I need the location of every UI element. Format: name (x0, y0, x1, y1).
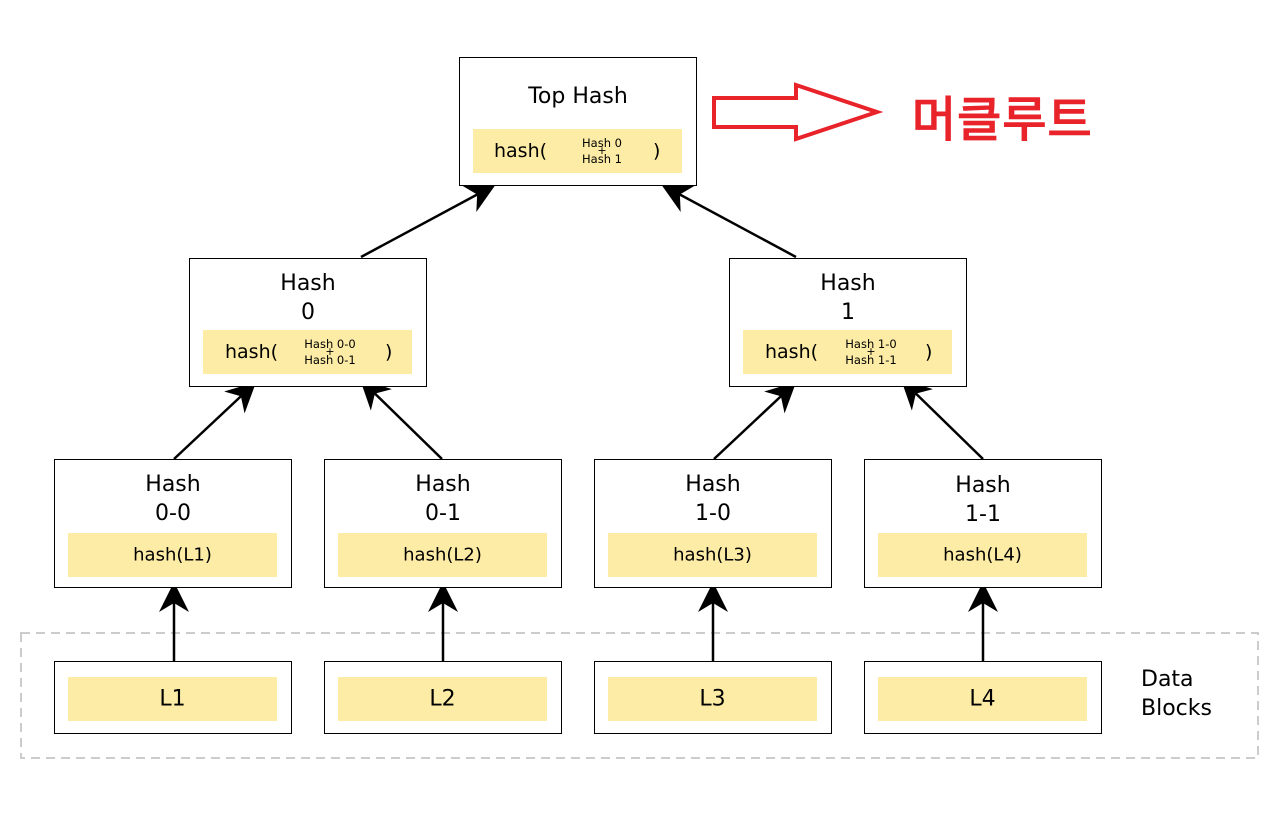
hash-0-1-title-2: 0-1 (425, 501, 461, 526)
top-hash-title: Top Hash (528, 84, 628, 109)
merkle-root-arrow (712, 82, 884, 142)
data-block-label: L2 (429, 686, 456, 712)
operand-plus: + (597, 144, 607, 157)
leaf-hash-call: hash(L2) (403, 544, 482, 566)
operand-b: Hash 1 (582, 152, 622, 166)
hash-1-1-title-1: Hash (955, 473, 1011, 498)
data-block-fill: L3 (608, 677, 817, 721)
hash-0-0-formula: hash(L1) (68, 533, 277, 577)
arrow-hash00-to-hash0 (173, 381, 257, 460)
operand-a: Hash 0 (582, 136, 622, 150)
hash-1-1-formula: hash(L4) (878, 533, 1087, 577)
data-block-label: L1 (159, 686, 186, 712)
data-block-label: L3 (699, 686, 726, 712)
leaf-hash-call: hash(L1) (133, 544, 212, 566)
top-hash-node: Top Hash hash( Hash 0 + Hash 1 ) (459, 57, 697, 186)
data-blocks-label: Data Blocks (1141, 665, 1212, 723)
top-hash-formula: hash( Hash 0 + Hash 1 ) (473, 129, 682, 173)
arrow-hash1-to-top (661, 184, 797, 259)
leaf-hash-call: hash(L4) (943, 544, 1022, 566)
hash-0-1-node: Hash 0-1 hash(L2) (324, 459, 562, 588)
merkle-root-annotation: 머클루트 (912, 92, 1093, 148)
hash-0-1-formula: hash(L2) (338, 533, 547, 577)
hash-0-0-title-1: Hash (145, 472, 201, 497)
data-block-fill: L4 (878, 677, 1087, 721)
hash-1-title-2: 1 (841, 300, 855, 325)
data-block-l2: L2 (324, 661, 562, 734)
formula-operands: Hash 0 + Hash 1 (567, 136, 637, 166)
formula-close: ) (653, 140, 661, 162)
data-block-l3: L3 (594, 661, 832, 734)
hash-0-0-title-2: 0-0 (155, 501, 191, 526)
operand-b: Hash 0-1 (304, 353, 356, 367)
operand-b: Hash 1-1 (845, 353, 897, 367)
data-block-fill: L1 (68, 677, 277, 721)
formula-fn: hash( (225, 341, 279, 363)
hash-1-0-title-1: Hash (685, 472, 741, 497)
hash-0-node: Hash 0 hash( Hash 0-0 + Hash 0-1 ) (189, 258, 427, 387)
arrow-hash11-to-hash1 (900, 378, 984, 460)
formula-fn: hash( (494, 140, 548, 162)
formula-close: ) (925, 341, 933, 363)
hash-1-node: Hash 1 hash( Hash 1-0 + Hash 1-1 ) (729, 258, 967, 387)
data-block-label: L4 (969, 686, 996, 712)
arrow-hash01-to-hash0 (359, 378, 443, 460)
hash-0-formula: hash( Hash 0-0 + Hash 0-1 ) (203, 330, 412, 374)
operand-a: Hash 0-0 (304, 337, 356, 351)
data-blocks-region (20, 632, 1259, 759)
hash-1-0-formula: hash(L3) (608, 533, 817, 577)
data-block-l4: L4 (864, 661, 1102, 734)
hash-1-formula: hash( Hash 1-0 + Hash 1-1 ) (743, 330, 952, 374)
leaf-hash-call: hash(L3) (673, 544, 752, 566)
hash-1-0-node: Hash 1-0 hash(L3) (594, 459, 832, 588)
data-block-fill: L2 (338, 677, 547, 721)
hash-1-title-1: Hash (820, 271, 876, 296)
formula-operands: Hash 0-0 + Hash 0-1 (295, 337, 365, 367)
formula-fn: hash( (765, 341, 819, 363)
hash-1-0-title-2: 1-0 (695, 501, 731, 526)
arrow-hash10-to-hash1 (713, 381, 797, 460)
operand-a: Hash 1-0 (845, 337, 897, 351)
operand-plus: + (325, 345, 335, 358)
data-block-l1: L1 (54, 661, 292, 734)
formula-operands: Hash 1-0 + Hash 1-1 (836, 337, 906, 367)
hash-1-1-title-2: 1-1 (965, 502, 1001, 527)
hash-0-title-1: Hash (280, 271, 336, 296)
data-blocks-label-line-2: Blocks (1141, 696, 1212, 721)
hash-1-1-node: Hash 1-1 hash(L4) (864, 459, 1102, 588)
data-blocks-label-line-1: Data (1141, 667, 1194, 692)
operand-plus: + (866, 345, 876, 358)
hash-0-0-node: Hash 0-0 hash(L1) (54, 459, 292, 588)
hash-0-1-title-1: Hash (415, 472, 471, 497)
arrow-hash0-to-top (360, 184, 496, 259)
formula-close: ) (385, 341, 393, 363)
hash-0-title-2: 0 (301, 300, 315, 325)
